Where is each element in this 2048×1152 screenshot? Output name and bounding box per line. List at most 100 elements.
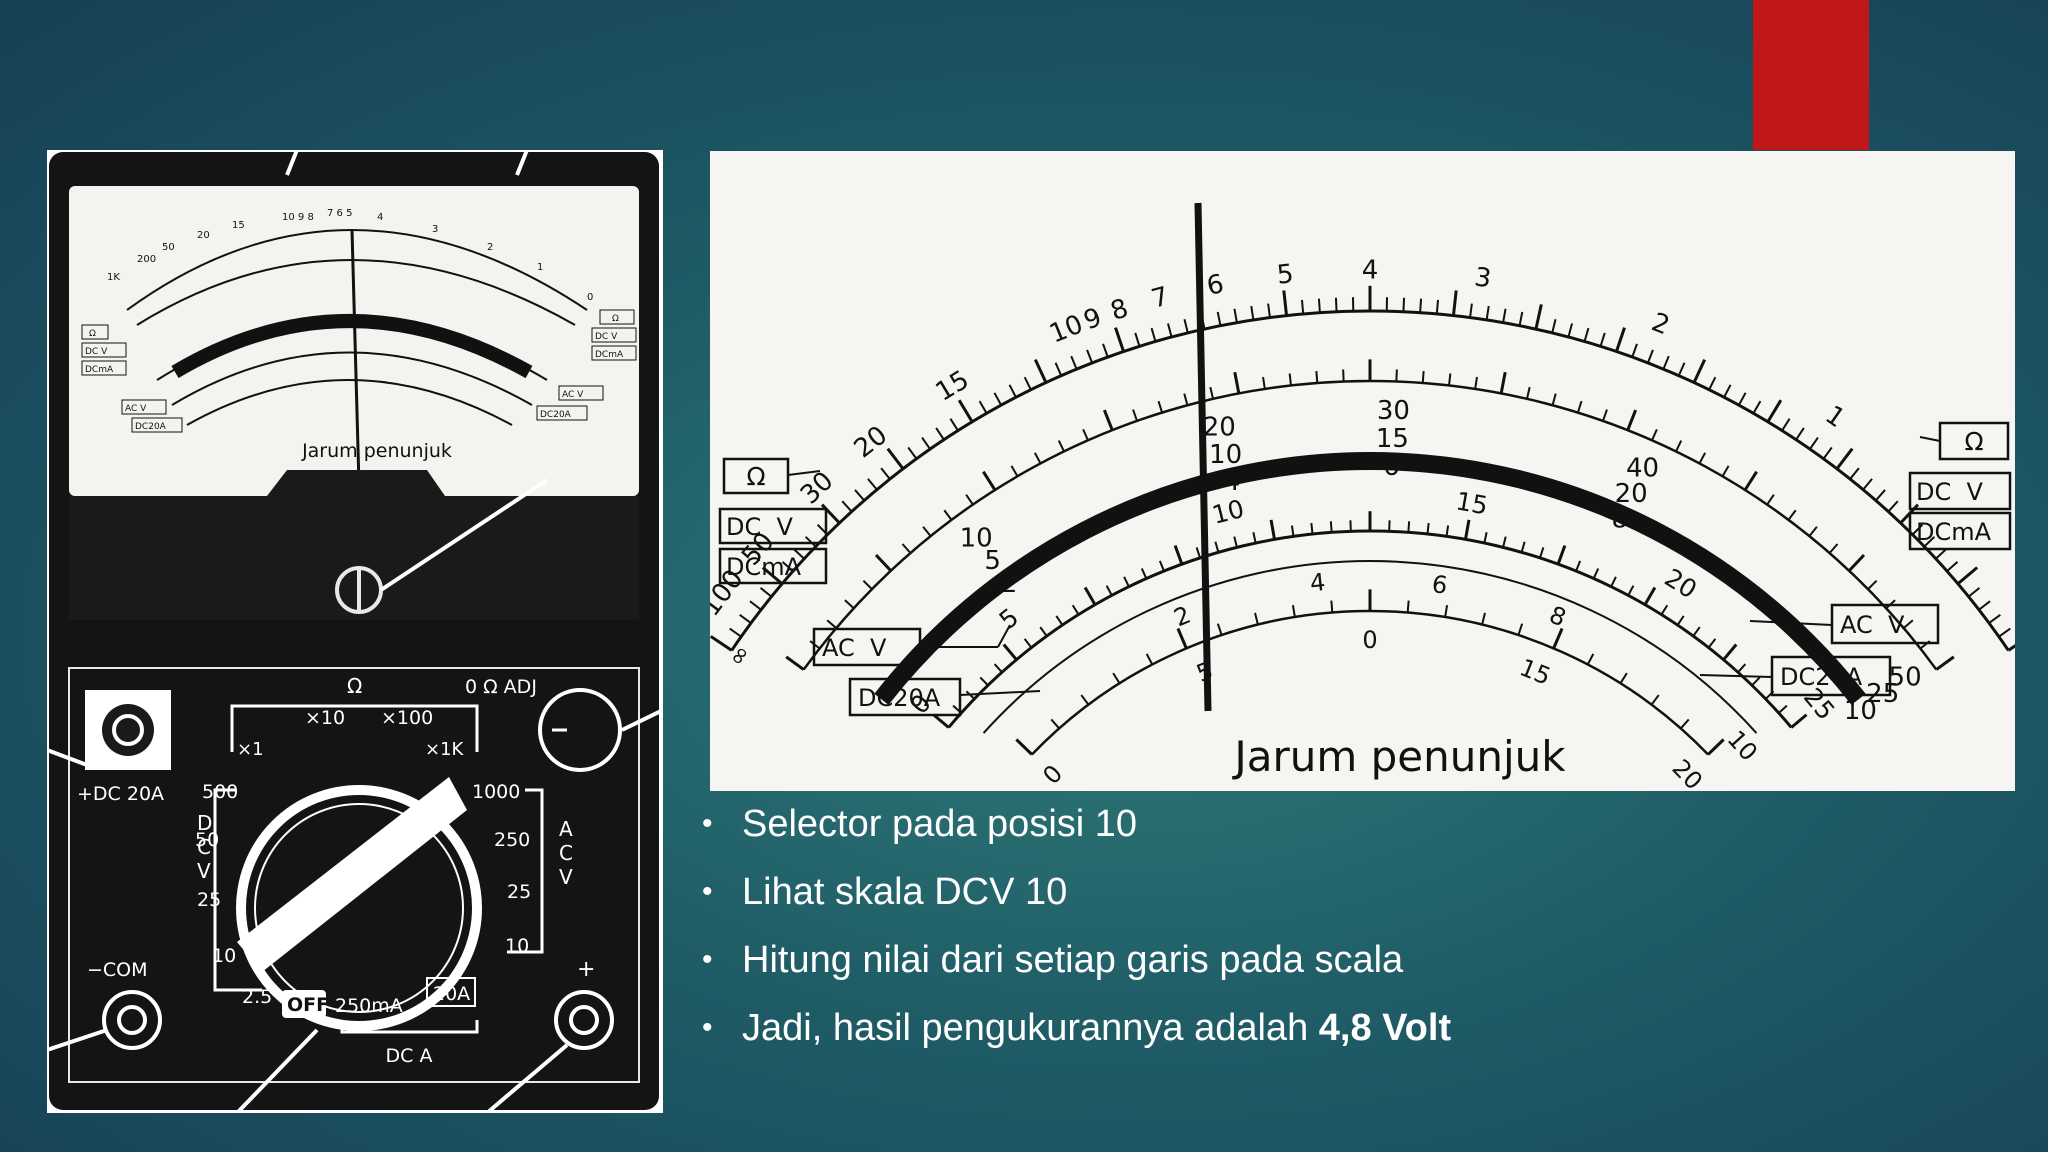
svg-text:0: 0 xyxy=(587,292,593,303)
ohm-tick xyxy=(978,400,988,414)
acv-tick xyxy=(1233,536,1238,548)
range-x1k[interactable]: ×1K xyxy=(425,739,465,760)
ohm-tick xyxy=(1167,323,1173,338)
dcv-tick xyxy=(1233,371,1241,394)
ohm-tick xyxy=(1988,613,2001,624)
ohm-tick xyxy=(886,447,905,470)
acv-tick xyxy=(1676,615,1685,626)
acv-tick xyxy=(1737,663,1747,673)
acv-tick xyxy=(1023,638,1033,649)
acv-tick xyxy=(1660,604,1669,616)
dcv-2-5[interactable]: 2.5 xyxy=(242,986,272,1008)
box-dcv-left: DC V xyxy=(718,507,828,545)
ohm-tick xyxy=(729,627,742,638)
acv-tick xyxy=(1214,541,1220,553)
dcv-25[interactable]: 25 xyxy=(197,889,221,911)
ohm-tick xyxy=(1233,308,1238,323)
acv-10[interactable]: 10 xyxy=(505,935,529,957)
acv-tick xyxy=(1539,547,1545,559)
acv-tick xyxy=(1002,643,1018,661)
ohm-tick xyxy=(1216,311,1222,326)
dc20a-tick xyxy=(1176,627,1188,649)
dcv-scale-label: 4 xyxy=(1224,467,1241,497)
box-dcma-right: DCmA xyxy=(1908,511,2012,551)
ohm-scale-label: 3 xyxy=(1473,262,1494,294)
ohm-tick xyxy=(993,392,1003,406)
range-x1[interactable]: ×1 xyxy=(237,739,264,760)
ohm-tick xyxy=(1723,384,1732,398)
dcv-500[interactable]: 500 xyxy=(202,781,238,803)
acv-tick xyxy=(1556,545,1567,565)
dcv-tick xyxy=(1209,386,1214,400)
acv-tick xyxy=(1269,519,1276,540)
ohm-tick xyxy=(1282,290,1289,316)
ohm-tick xyxy=(1956,566,1979,585)
range-selector-knob[interactable] xyxy=(236,777,482,1031)
result-value: 4,8 Volt xyxy=(1318,1007,1452,1049)
dcv-tick xyxy=(943,509,953,521)
box-acv-right: AC V xyxy=(1830,603,1940,645)
acv-tick xyxy=(1071,604,1080,616)
dcv-scale-label: 20 xyxy=(1203,413,1236,443)
dcv-tick xyxy=(1157,400,1164,413)
range-x10[interactable]: ×10 xyxy=(305,707,345,729)
acv-25[interactable]: 25 xyxy=(507,881,531,903)
ohm-tick xyxy=(957,399,974,423)
terminal-dc20a[interactable] xyxy=(85,690,171,770)
off-position[interactable] xyxy=(282,990,326,1018)
dcv-scale-label: 10 xyxy=(1844,696,1877,726)
box-dcv-right: DC V xyxy=(1908,471,2012,511)
acv-250[interactable]: 250 xyxy=(494,829,530,851)
bullet-item: Selector pada posisi 10 xyxy=(700,790,1900,858)
dcv-50[interactable]: 50 xyxy=(195,829,219,851)
svg-text:20A: 20A xyxy=(433,983,470,1005)
terminal-plus[interactable] xyxy=(554,990,614,1050)
accent-red-tab xyxy=(1753,0,1869,150)
ohm-tick xyxy=(907,446,918,460)
dcv-tick xyxy=(1848,553,1866,572)
acv-tick xyxy=(1195,547,1201,559)
dcv-tick xyxy=(1576,400,1583,413)
dcv-tick xyxy=(1183,393,1189,406)
dcv-tick xyxy=(1743,470,1758,491)
svg-text:Ω: Ω xyxy=(746,462,765,491)
acv-tick xyxy=(1123,576,1130,588)
ohm-tick xyxy=(1267,303,1271,318)
acv-tick xyxy=(1520,541,1526,553)
ohm-tick xyxy=(1766,399,1783,423)
acv-tick xyxy=(1083,586,1097,606)
ohm-tick xyxy=(1334,297,1338,312)
zero-ohm-adjust-knob[interactable] xyxy=(538,688,622,772)
dcv-scale-label: 40 xyxy=(1626,453,1659,483)
svg-text:3: 3 xyxy=(432,224,438,235)
ohm-tick xyxy=(749,600,762,611)
dcv-10[interactable]: 10 xyxy=(212,945,236,967)
ohm-tick xyxy=(867,478,878,491)
acv-tick xyxy=(1055,615,1064,626)
ohm-tick xyxy=(761,566,784,585)
pointer-label: Jarum penunjuk xyxy=(1231,732,1566,781)
ohm-tick xyxy=(935,427,945,441)
dca-20a-position[interactable] xyxy=(426,977,476,1007)
acv-tick xyxy=(932,713,950,729)
acv-tick xyxy=(1483,532,1488,544)
zero-ohm-adjust-label: 0 Ω ADJ xyxy=(465,676,537,698)
range-x100[interactable]: ×100 xyxy=(381,707,433,729)
ohm-tick xyxy=(1033,359,1048,384)
svg-text:DC20A: DC20A xyxy=(858,684,941,712)
acv-1000[interactable]: 1000 xyxy=(472,781,520,803)
dca-250ma[interactable]: 250mA xyxy=(335,995,403,1017)
dcv-tick xyxy=(1766,494,1775,506)
acv-tick xyxy=(1610,576,1617,588)
ohm-tick xyxy=(1402,297,1406,312)
dcv-tick xyxy=(1499,371,1507,394)
ohm-tick xyxy=(1946,561,1959,572)
ohm-tick xyxy=(1086,349,1094,364)
ohm-tick xyxy=(1795,427,1805,441)
terminal-com[interactable] xyxy=(102,990,162,1050)
dcv-tick xyxy=(901,543,912,554)
dc20a-tick xyxy=(1517,623,1524,636)
